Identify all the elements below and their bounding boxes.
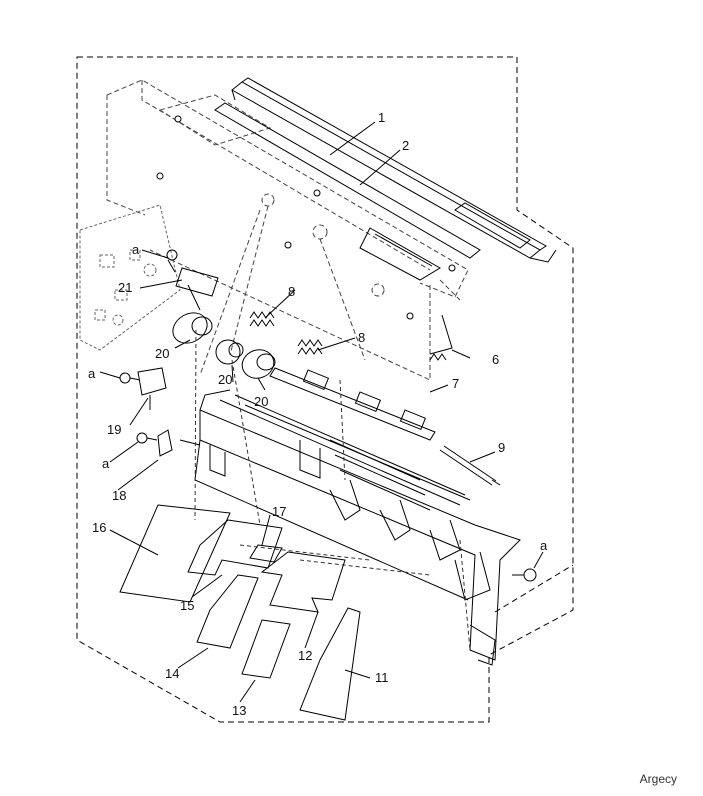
callout-19: 19: [107, 422, 121, 437]
screw-a-4: [512, 568, 537, 582]
part-18-bracket: [157, 429, 173, 457]
screw-a-1: [166, 249, 178, 273]
part-15-sheet: [187, 519, 283, 576]
watermark-text: Argecy: [639, 772, 677, 786]
callout-20-a: 20: [155, 346, 169, 361]
part-20-roller-c: [241, 349, 276, 379]
assembly-leader-lines: [194, 329, 471, 651]
callout-8-lower: 8: [358, 330, 365, 345]
callout-12: 12: [298, 648, 312, 663]
frame-housing: [106, 79, 469, 381]
callout-16: 16: [92, 520, 106, 535]
callout-17: 17: [272, 504, 286, 519]
part-7-roller-shaft: [269, 367, 436, 441]
callout-a-3: a: [102, 456, 110, 471]
callout-21: 21: [118, 280, 132, 295]
part-20-roller-b: [215, 339, 244, 365]
part-21-bracket: [175, 267, 219, 311]
callout-14: 14: [165, 666, 179, 681]
callout-leaders: [99, 121, 544, 703]
boundary-notch: [494, 564, 574, 613]
assembly-boundary: [76, 56, 574, 723]
callout-labels: 1 2 8 8 6 7 9 11 12 13 14 15 16 17 18 19…: [88, 110, 548, 718]
callout-2: 2: [402, 138, 409, 153]
callout-9: 9: [498, 440, 505, 455]
callout-11: 11: [375, 670, 389, 685]
part-8-spring-lower: [297, 339, 323, 355]
printer-frame-background: [79, 204, 181, 351]
part-13-pad: [241, 619, 291, 679]
screw-a-3: [136, 432, 158, 444]
callout-15: 15: [180, 598, 194, 613]
callout-1: 1: [378, 110, 385, 125]
callout-8-upper: 8: [288, 284, 295, 299]
part-11-sheet: [299, 607, 361, 721]
callout-6: 6: [492, 352, 499, 367]
part-9-rod: [439, 445, 501, 486]
part-16-sheet: [119, 504, 231, 603]
part-2-guide-plate: [214, 102, 481, 281]
callout-20-b: 20: [218, 372, 232, 387]
screw-a-2: [119, 372, 141, 384]
part-8-spring-upper: [249, 311, 275, 327]
callout-20-c: 20: [254, 394, 268, 409]
part-1-guide-rail: [231, 77, 557, 263]
callout-a-2: a: [88, 366, 96, 381]
callout-13: 13: [232, 703, 246, 718]
feeder-tray-assembly: [179, 389, 521, 666]
part-20-roller-a: [172, 312, 213, 344]
part-17-pad: [249, 544, 283, 563]
callout-18: 18: [112, 488, 126, 503]
part-6-spring: [429, 314, 453, 361]
callout-7: 7: [452, 376, 459, 391]
callout-a-1: a: [132, 242, 140, 257]
callout-a-4: a: [540, 538, 548, 553]
part-14-sheet: [196, 574, 259, 649]
frame-screws: [156, 115, 456, 320]
part-19-bracket: [137, 367, 167, 410]
